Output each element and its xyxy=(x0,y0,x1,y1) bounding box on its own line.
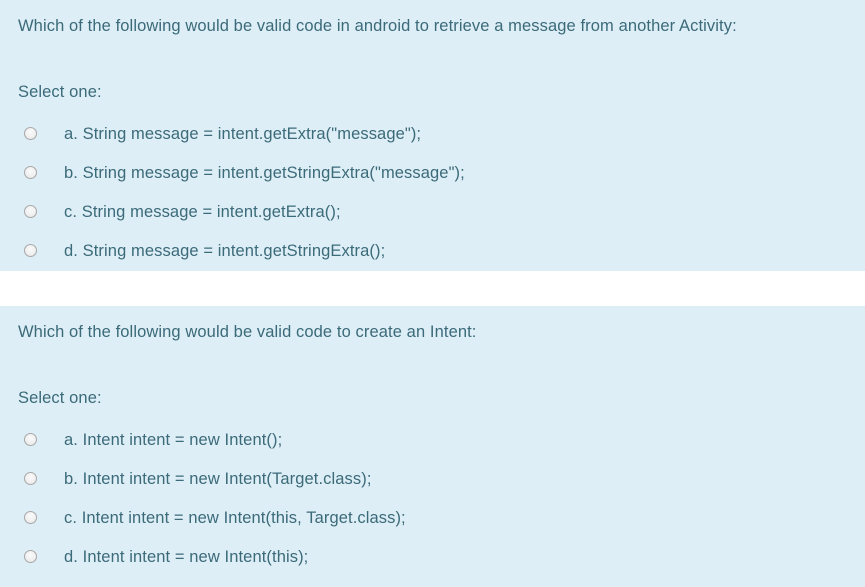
answer-option-b[interactable]: b. String message = intent.getStringExtr… xyxy=(0,153,865,192)
answer-option-label[interactable]: a. Intent intent = new Intent(); xyxy=(64,430,283,449)
answer-option-label[interactable]: d. String message = intent.getStringExtr… xyxy=(64,241,386,260)
answer-option-c[interactable]: c. Intent intent = new Intent(this, Targ… xyxy=(0,498,865,537)
radio-button-icon[interactable] xyxy=(24,205,37,218)
answer-option-label[interactable]: a. String message = intent.getExtra("mes… xyxy=(64,124,422,143)
question-block-divider xyxy=(0,271,865,306)
radio-button-icon[interactable] xyxy=(24,166,37,179)
answer-option-a[interactable]: a. Intent intent = new Intent(); xyxy=(0,420,865,459)
radio-button-icon[interactable] xyxy=(24,244,37,257)
answer-option-list: a. Intent intent = new Intent(); b. Inte… xyxy=(0,420,865,576)
answer-option-d[interactable]: d. String message = intent.getStringExtr… xyxy=(0,231,865,270)
question-prompt: Which of the following would be valid co… xyxy=(18,323,477,341)
answer-option-list: a. String message = intent.getExtra("mes… xyxy=(0,114,865,270)
answer-option-label[interactable]: c. String message = intent.getExtra(); xyxy=(64,202,341,221)
radio-button-icon[interactable] xyxy=(24,550,37,563)
answer-option-label[interactable]: d. Intent intent = new Intent(this); xyxy=(64,547,309,566)
select-one-label: Select one: xyxy=(18,389,102,407)
answer-option-c[interactable]: c. String message = intent.getExtra(); xyxy=(0,192,865,231)
answer-option-label[interactable]: b. Intent intent = new Intent(Target.cla… xyxy=(64,469,372,488)
answer-option-d[interactable]: d. Intent intent = new Intent(this); xyxy=(0,537,865,576)
question-prompt: Which of the following would be valid co… xyxy=(18,17,737,35)
radio-button-icon[interactable] xyxy=(24,472,37,485)
radio-button-icon[interactable] xyxy=(24,127,37,140)
select-one-label: Select one: xyxy=(18,83,102,101)
answer-option-label[interactable]: c. Intent intent = new Intent(this, Targ… xyxy=(64,508,406,527)
radio-button-icon[interactable] xyxy=(24,433,37,446)
radio-button-icon[interactable] xyxy=(24,511,37,524)
question-block-1: Which of the following would be valid co… xyxy=(0,0,865,271)
answer-option-b[interactable]: b. Intent intent = new Intent(Target.cla… xyxy=(0,459,865,498)
answer-option-a[interactable]: a. String message = intent.getExtra("mes… xyxy=(0,114,865,153)
question-block-2: Which of the following would be valid co… xyxy=(0,306,865,587)
answer-option-label[interactable]: b. String message = intent.getStringExtr… xyxy=(64,163,465,182)
